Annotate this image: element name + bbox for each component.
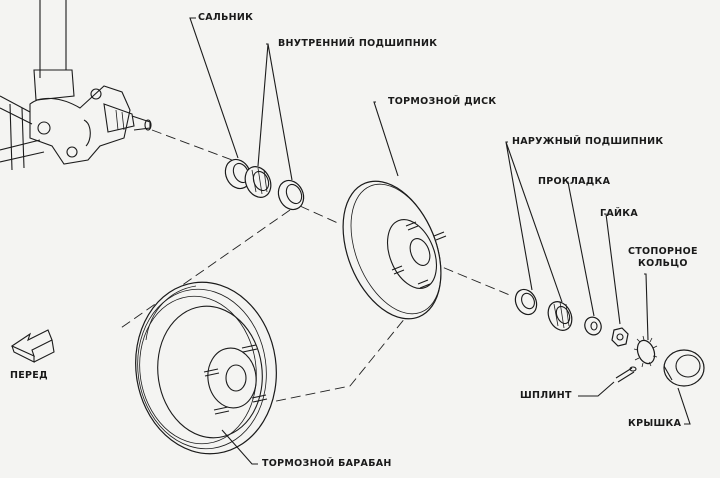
axis-line-lower xyxy=(299,205,513,297)
label-nut: ГАЙКА xyxy=(600,208,638,219)
washer xyxy=(584,316,602,336)
label-brake-drum: ТОРМОЗНОЙ БАРАБАН xyxy=(262,458,392,469)
inner-bearing-race xyxy=(277,179,305,211)
label-lock-ring-line1: СТОПОРНОЕ xyxy=(628,246,698,257)
nut xyxy=(611,327,629,347)
drum-wheel-studs xyxy=(203,344,268,415)
outer-bearing-race xyxy=(514,288,538,316)
cap xyxy=(663,349,705,387)
front-direction-arrow xyxy=(10,329,55,363)
label-lock-ring-line2: КОЛЬЦО xyxy=(638,258,688,269)
disc-wheel-studs xyxy=(391,221,447,289)
brake-disc xyxy=(342,180,447,320)
label-inner-bearing: ВНУТРЕННИЙ ПОДШИПНИК xyxy=(278,38,438,49)
drum-projection-line-top xyxy=(117,209,291,331)
lock-ring xyxy=(633,335,658,368)
cotter-pin xyxy=(615,366,637,383)
steering-knuckle xyxy=(0,0,152,171)
label-brake-disc: ТОРМОЗНОЙ ДИСК xyxy=(388,96,497,107)
label-cotter-pin: ШПЛИНТ xyxy=(520,390,572,401)
inner-bearing xyxy=(244,166,272,198)
label-outer-bearing: НАРУЖНЫЙ ПОДШИПНИК xyxy=(512,136,664,147)
brake-drum xyxy=(135,281,277,455)
label-lock-ring: СТОПОРНОЕ КОЛЬЦО xyxy=(628,246,698,270)
label-oil-seal: САЛЬНИК xyxy=(198,12,254,23)
axis-line-upper xyxy=(151,129,233,161)
label-cap: КРЫШКА xyxy=(628,418,682,429)
drum-projection-line-bottom xyxy=(231,311,411,411)
label-washer: ПРОКЛАДКА xyxy=(538,176,611,187)
label-front: ПЕРЕД xyxy=(10,370,48,381)
outer-bearing xyxy=(547,301,573,331)
leader-lines xyxy=(189,17,691,465)
